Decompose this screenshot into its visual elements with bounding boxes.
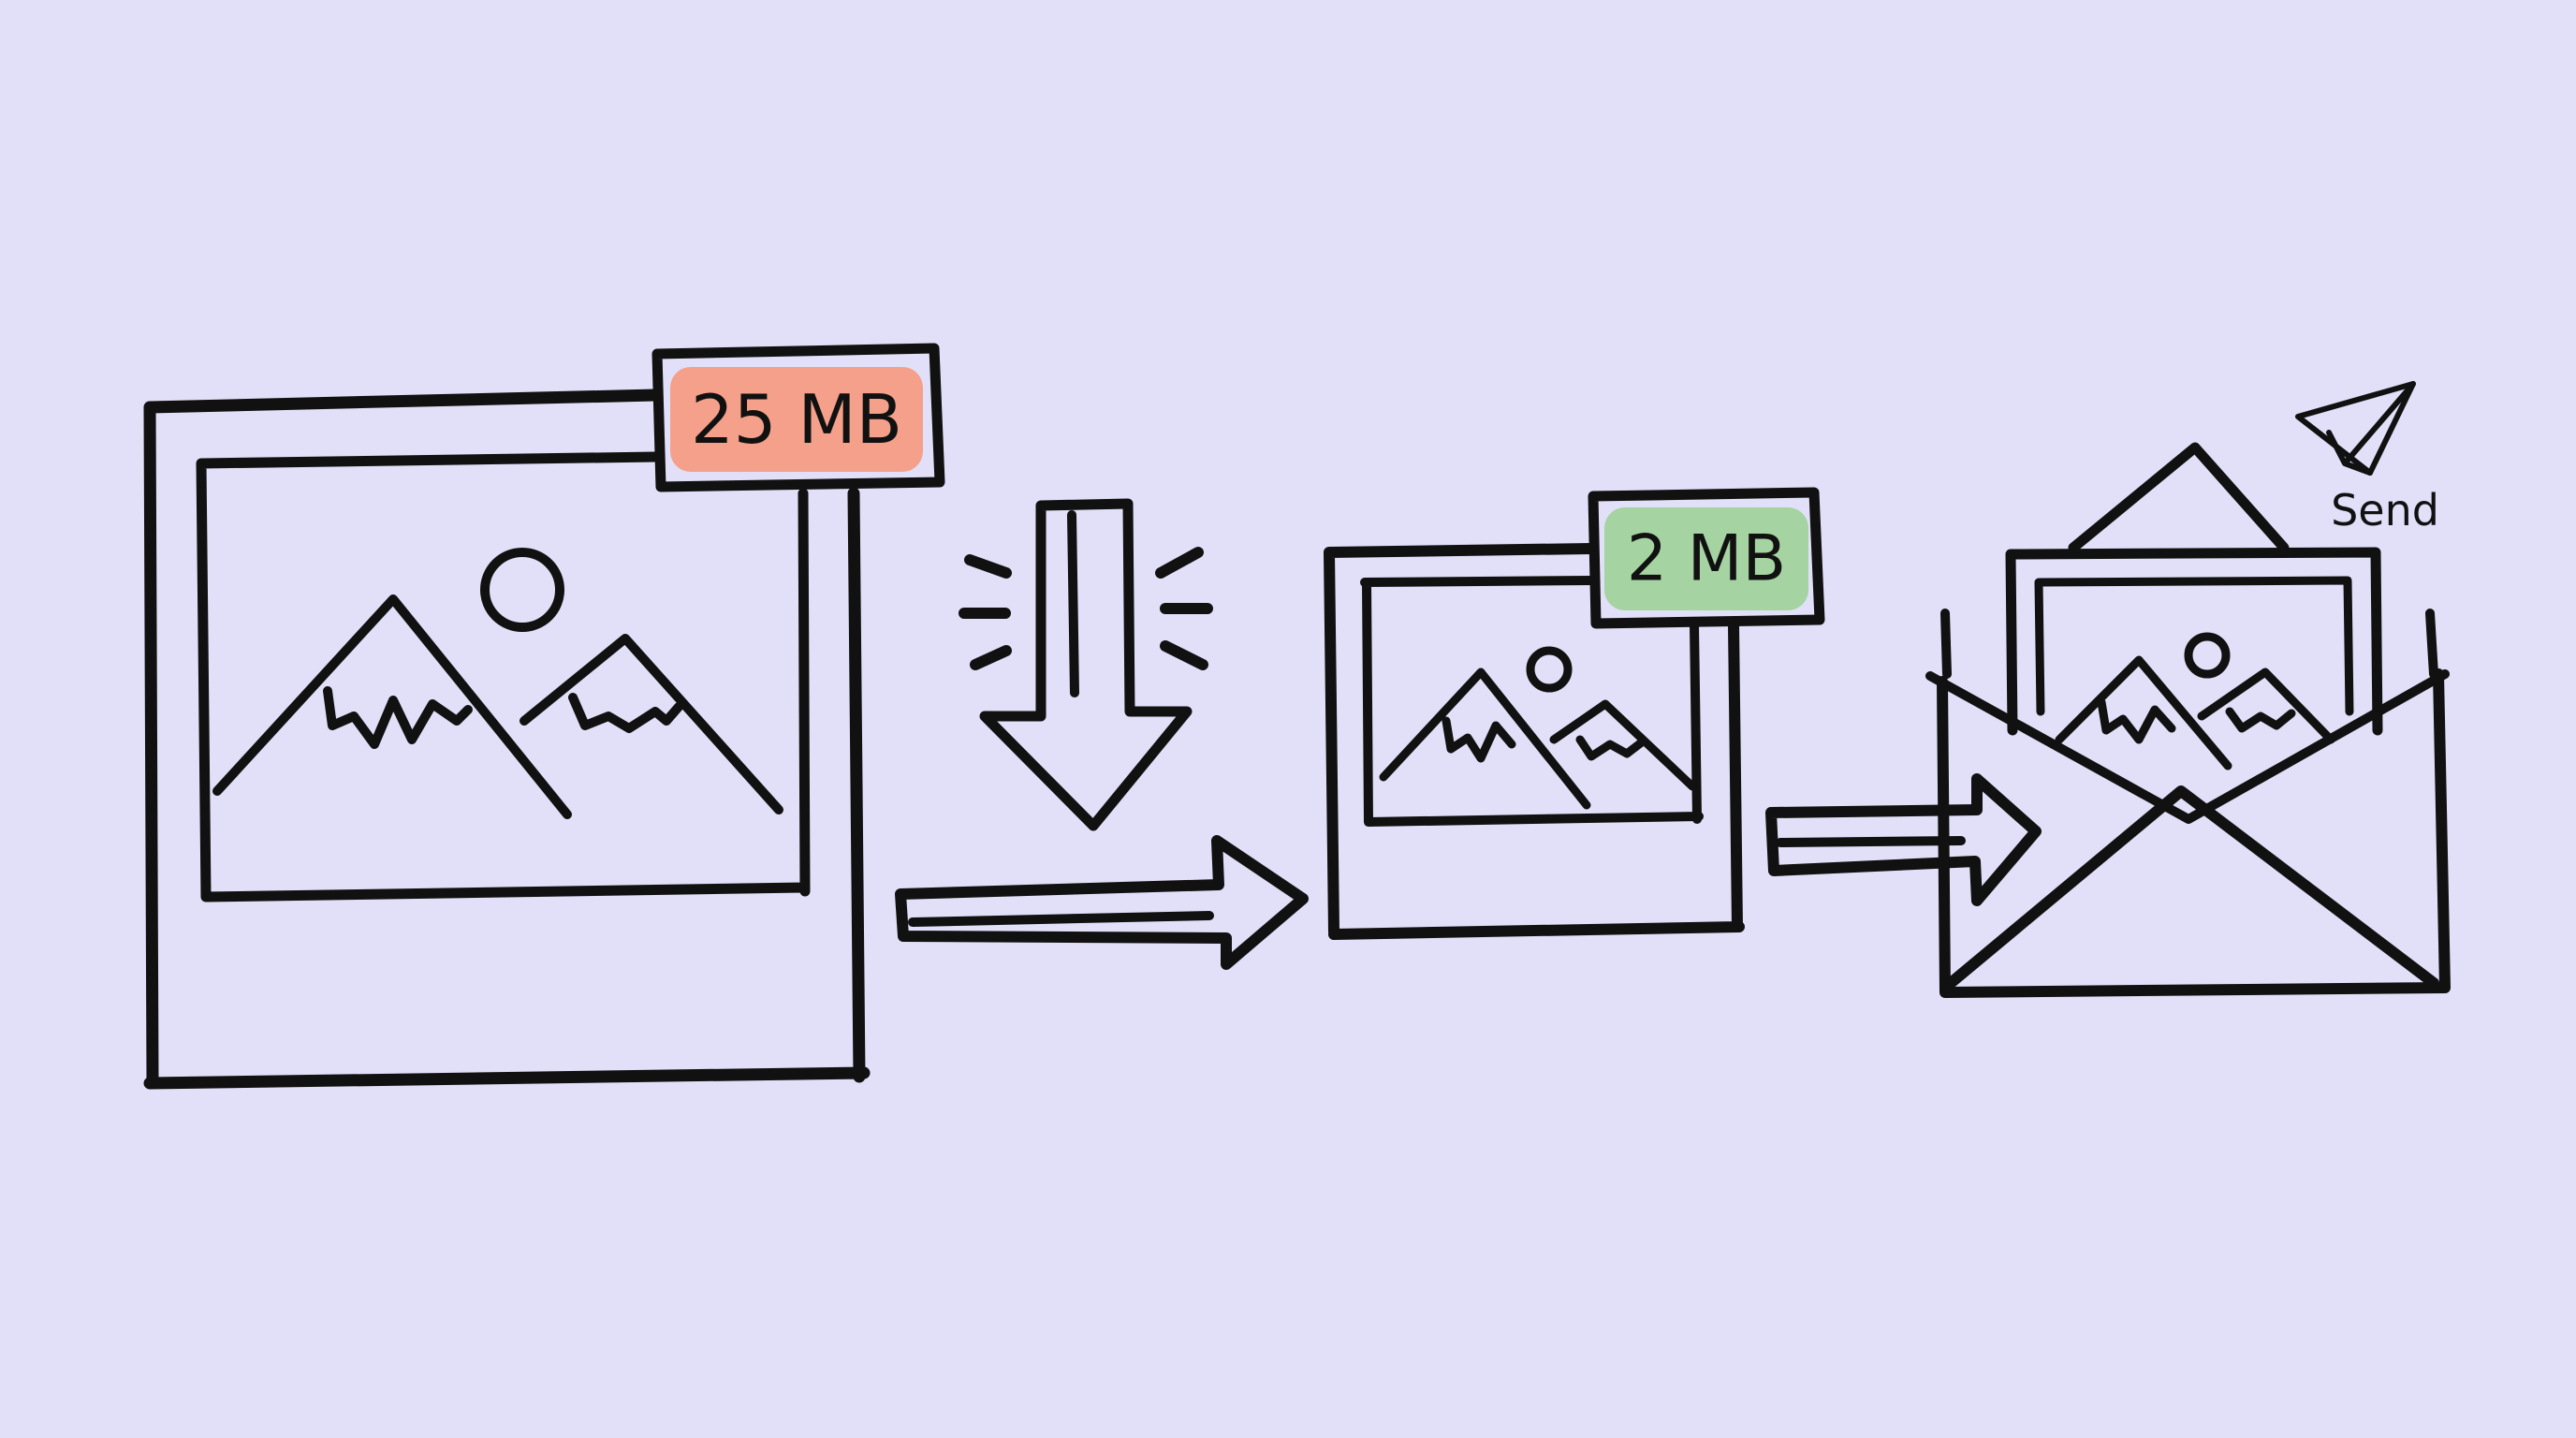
paper-plane-icon <box>2295 381 2416 476</box>
original-size-label: 25 MB <box>691 380 902 459</box>
right-arrow-icon-2 <box>1765 773 2042 906</box>
compressed-size-badge-fill <box>1604 507 1808 610</box>
compressed-image-icon <box>1324 543 1745 940</box>
send-label: Send <box>2331 485 2439 536</box>
envelope-icon <box>1925 442 2451 998</box>
compression-motion-lines-icon <box>959 547 1213 670</box>
right-arrow-icon-1 <box>895 835 1309 970</box>
original-image-icon <box>143 389 871 1090</box>
compressed-size-badge: 2 MB <box>1588 487 1825 629</box>
compressed-size-label: 2 MB <box>1627 522 1786 596</box>
compress-arrow-icon <box>979 498 1193 831</box>
original-size-badge: 25 MB <box>651 343 945 492</box>
send-action: Send <box>2295 381 2439 536</box>
original-size-badge-fill <box>670 367 923 472</box>
